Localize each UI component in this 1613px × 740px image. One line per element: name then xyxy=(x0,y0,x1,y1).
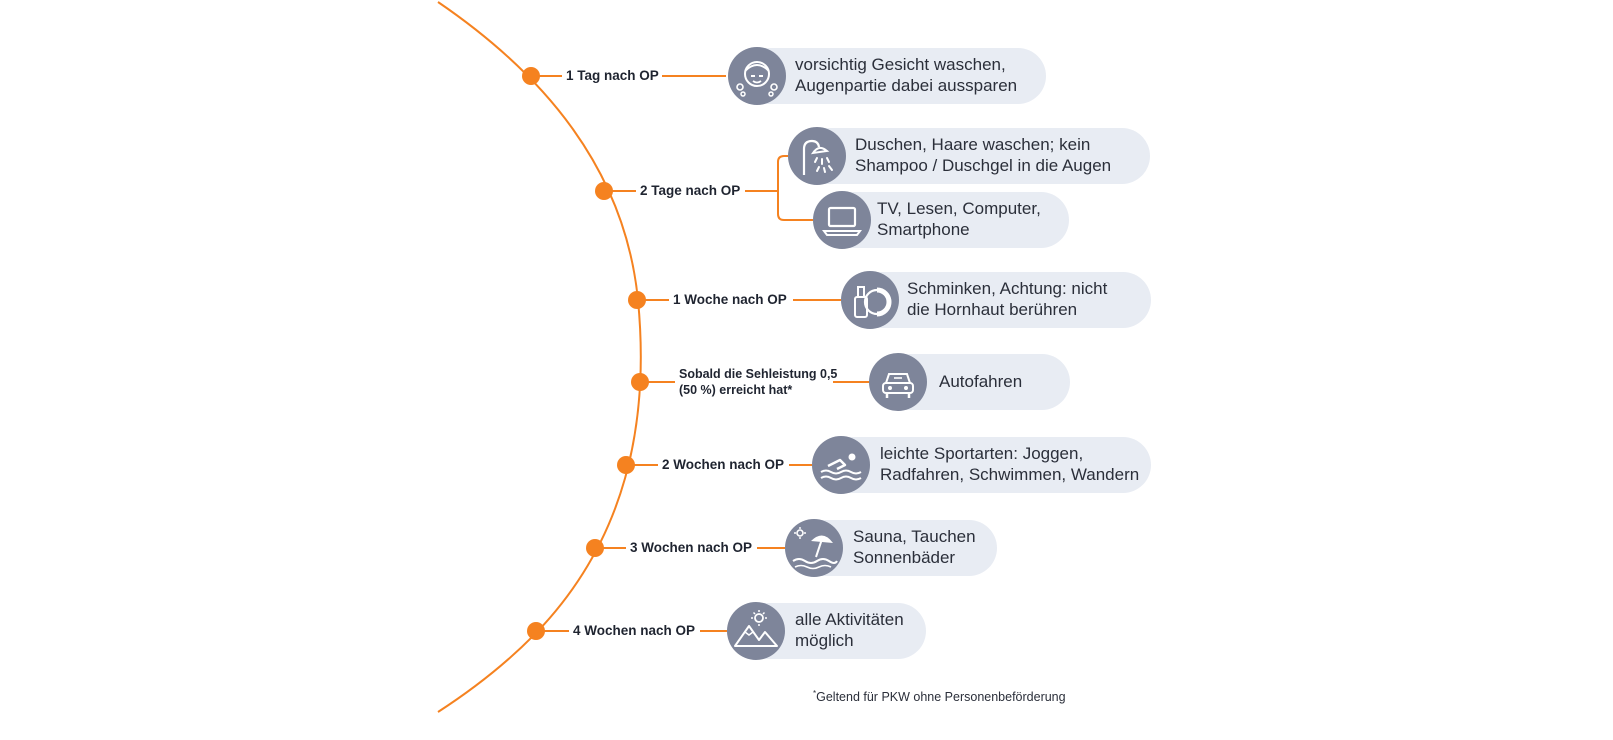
timeline-node xyxy=(595,182,613,200)
car-icon xyxy=(869,353,927,411)
swimmer-icon xyxy=(812,436,870,494)
step-label: 2 Tage nach OP xyxy=(640,183,741,198)
step-label: Sobald die Sehleistung 0,5 (50 %) erreic… xyxy=(679,367,838,397)
timeline-arc xyxy=(437,1,642,713)
step-label: 4 Wochen nach OP xyxy=(573,623,696,638)
branch-connector xyxy=(777,155,813,221)
footnote: *Geltend für PKW ohne Personenbeförderun… xyxy=(813,689,1066,704)
footnote-text: Geltend für PKW ohne Personenbeförderung xyxy=(816,690,1066,704)
laptop-icon xyxy=(813,191,871,249)
activity-text: Duschen, Haare waschen; kein Shampoo / D… xyxy=(855,135,1112,175)
activity-text: Schminken, Achtung: nicht die Hornhaut b… xyxy=(907,279,1108,319)
activity-text: TV, Lesen, Computer, Smartphone xyxy=(877,199,1041,239)
activity-pill xyxy=(788,128,1150,184)
face-wash-icon xyxy=(728,47,786,105)
timeline-node xyxy=(586,539,604,557)
footnote-marker: * xyxy=(813,689,817,698)
step-label: 2 Wochen nach OP xyxy=(662,457,785,472)
timeline-node xyxy=(628,291,646,309)
step-label: 3 Wochen nach OP xyxy=(630,540,753,555)
shower-icon xyxy=(788,127,846,185)
step-label: 1 Woche nach OP xyxy=(673,292,787,307)
activity-text: Autofahren xyxy=(939,371,1023,391)
activity-text: leichte Sportarten: Joggen, Radfahren, S… xyxy=(880,444,1140,484)
activity-text: alle Aktivitäten möglich xyxy=(795,610,904,650)
timeline-node xyxy=(527,622,545,640)
step-label: 1 Tag nach OP xyxy=(566,68,659,83)
timeline-node xyxy=(522,67,540,85)
activity-text: Sauna, Tauchen Sonnenbäder xyxy=(853,527,976,567)
beach-umbrella-icon xyxy=(785,519,843,577)
mountains-sun-icon xyxy=(727,602,785,660)
timeline-node xyxy=(631,373,649,391)
activity-text: vorsichtig Gesicht waschen, Augenpartie … xyxy=(795,55,1018,95)
makeup-icon xyxy=(841,271,899,329)
timeline-node xyxy=(617,456,635,474)
